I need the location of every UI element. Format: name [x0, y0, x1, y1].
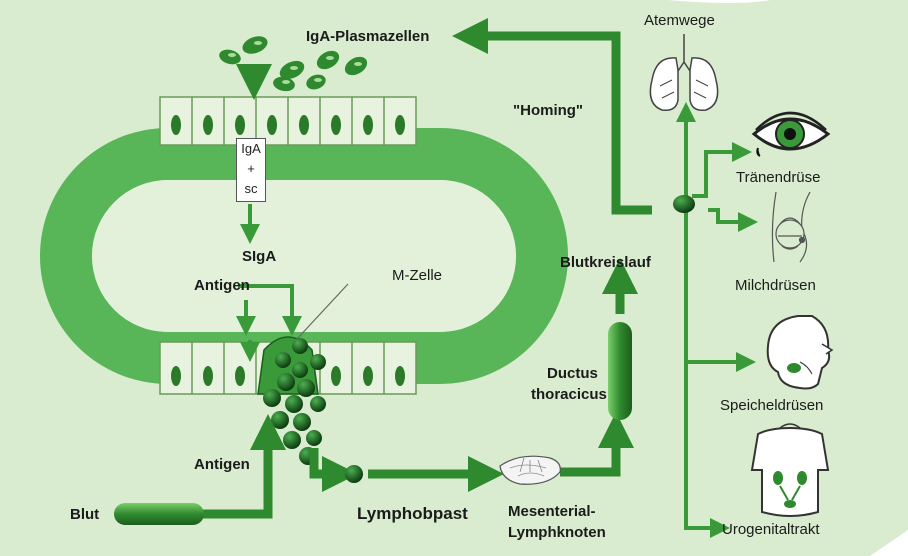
- airways-label: Atemwege: [644, 13, 715, 28]
- torso-icon: [752, 424, 828, 516]
- salivary-glands-label: Speicheldrüsen: [720, 398, 823, 413]
- antigen-bottom-label: Antigen: [194, 457, 250, 472]
- mesenteric-label-line2: Lymphknoten: [508, 525, 606, 540]
- iga-plasma-cells-label: IgA-Plasmazellen: [306, 29, 429, 44]
- iga-sc-box: IgA + sc: [236, 138, 266, 202]
- blood-label: Blut: [70, 507, 99, 522]
- distribution-node: [673, 195, 695, 213]
- iga-box-line1: IgA: [237, 139, 265, 159]
- iga-box-line3: sc: [237, 179, 265, 199]
- blood-circulation-label: Blutkreislauf: [560, 255, 651, 270]
- lacrimal-gland-label: Tränendrüse: [736, 170, 821, 185]
- urogenital-tract-label: Urogenitaltrakt: [722, 522, 820, 537]
- blood-vessel: [114, 503, 204, 525]
- lymphoblast-label: Lymphobpast: [357, 505, 468, 522]
- siga-label: SIgA: [242, 249, 276, 264]
- ductus-tube: [608, 322, 632, 420]
- mesenteric-label-line1: Mesenterial-: [508, 504, 596, 519]
- epithelium-top: [160, 97, 416, 145]
- lymphoblast-cell: [345, 465, 363, 483]
- mammary-glands-label: Milchdrüsen: [735, 278, 816, 293]
- homing-label: "Homing": [513, 103, 583, 118]
- antigen-top-label: Antigen: [194, 278, 250, 293]
- iga-box-line2: +: [237, 159, 265, 179]
- m-cell-label: M-Zelle: [392, 268, 442, 283]
- ductus-label-line2: thoracicus: [531, 387, 607, 402]
- ductus-label-line1: Ductus: [547, 366, 598, 381]
